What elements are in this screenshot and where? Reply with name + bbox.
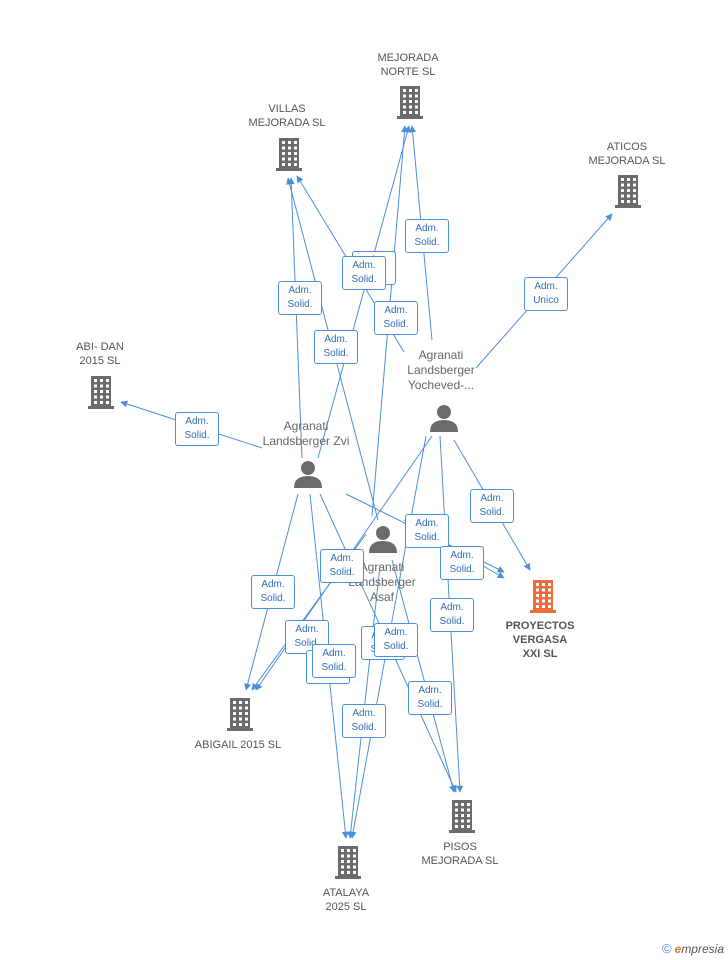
company-label[interactable]: VILLAS MEJORADA SL xyxy=(248,103,326,129)
edge-role-label: Adm. Solid. xyxy=(251,575,295,609)
person-icon[interactable] xyxy=(294,461,322,488)
copyright-icon: © xyxy=(662,941,672,956)
relation-edge xyxy=(317,125,411,459)
company-label[interactable]: ABI- DAN 2015 SL xyxy=(76,341,124,367)
building-icon[interactable] xyxy=(88,376,114,409)
relation-edge xyxy=(391,559,456,793)
company-label[interactable]: PISOS MEJORADA SL xyxy=(421,841,499,867)
person-label[interactable]: Agranati Landsberger Zvi xyxy=(262,419,350,448)
company-label[interactable]: ABIGAIL 2015 SL xyxy=(194,739,282,751)
relation-edge xyxy=(287,177,303,459)
building-icon[interactable] xyxy=(615,175,641,208)
edge-role-label: Adm. Solid. xyxy=(430,598,474,632)
building-icon[interactable] xyxy=(227,698,253,731)
edge-role-label: Adm. Solid. xyxy=(342,256,386,290)
company-label[interactable]: ATALAYA 2025 SL xyxy=(322,887,370,913)
edge-role-label: Adm. Solid. xyxy=(175,412,219,446)
edge-role-label: Adm. Solid. xyxy=(374,623,418,657)
company-label[interactable]: PROYECTOS VERGASA XXI SL xyxy=(505,620,575,660)
edge-role-label: Adm. Solid. xyxy=(408,681,452,715)
person-label[interactable]: Agranati Landsberger Yocheved-... xyxy=(407,348,475,392)
edge-role-label: Adm. Solid. xyxy=(405,514,449,548)
edge-role-label: Adm. Solid. xyxy=(278,281,322,315)
building-icon[interactable] xyxy=(335,846,361,879)
edge-role-label: Adm. Solid. xyxy=(470,489,514,523)
edge-role-label: Adm. Solid. xyxy=(342,704,386,738)
edge-role-label: Adm. Solid. xyxy=(312,644,356,678)
edge-role-label: Adm. Solid. xyxy=(440,546,484,580)
edge-role-label: Adm. Solid. xyxy=(374,301,418,335)
edge-role-label: Adm. Unico xyxy=(524,277,568,311)
company-label[interactable]: ATICOS MEJORADA SL xyxy=(588,141,666,167)
building-icon[interactable] xyxy=(449,800,475,833)
edge-role-label: Adm. Solid. xyxy=(285,620,329,654)
edge-role-label: Adm. Solid. xyxy=(320,549,364,583)
person-icon[interactable] xyxy=(369,526,397,553)
company-label[interactable]: MEJORADA NORTE SL xyxy=(377,52,439,78)
edge-role-label: Adm. Solid. xyxy=(314,330,358,364)
brand-logo: ©empresia xyxy=(662,941,724,956)
building-icon[interactable] xyxy=(530,580,556,613)
person-label[interactable]: Agranati Landsberger Asaf xyxy=(348,560,416,604)
building-icon[interactable] xyxy=(276,138,302,171)
relation-edge xyxy=(347,565,381,839)
person-icon[interactable] xyxy=(430,405,458,432)
building-icon[interactable] xyxy=(397,86,423,119)
edge-role-label: Adm. Solid. xyxy=(405,219,449,253)
